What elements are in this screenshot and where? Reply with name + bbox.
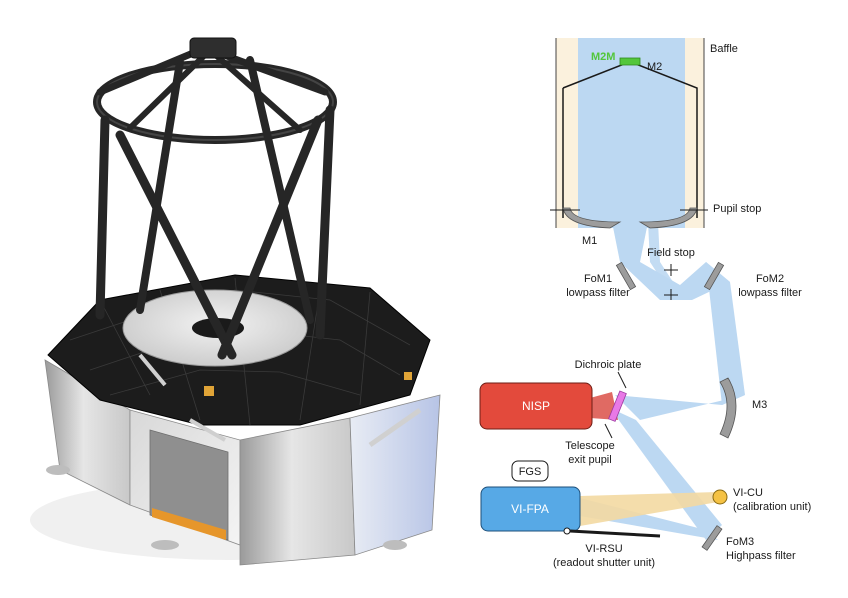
fom3-sublabel: Highpass filter — [726, 550, 796, 562]
dichroic-leader-top — [617, 371, 627, 389]
nisp-box — [479, 382, 593, 430]
foot-front — [151, 540, 179, 550]
m2m-label: M2M — [591, 51, 615, 63]
beam-segment-d — [615, 395, 745, 420]
exit-pupil-label: Telescope — [565, 440, 615, 452]
beam-segment-c — [706, 262, 745, 405]
fom2-mirror — [703, 261, 725, 291]
foot-right — [383, 540, 407, 550]
m1-label: M1 — [582, 235, 597, 247]
strut-3 — [189, 418, 226, 442]
dichroic-label: Dichroic plate — [575, 359, 642, 371]
fom3-mirror — [701, 525, 723, 551]
fom1-mirror — [615, 261, 637, 291]
secondary-mirror-mount — [189, 37, 237, 59]
foot-left — [46, 465, 70, 475]
strut-1 — [138, 353, 167, 387]
truss-structure — [93, 44, 337, 360]
m1-mirror-left — [562, 207, 622, 229]
vi-rsu-sublabel: (readout shutter unit) — [553, 557, 655, 569]
fom1-label: FoM1 — [584, 273, 612, 285]
vi-cu-source — [712, 489, 728, 505]
m1-mirror-right — [638, 207, 698, 229]
detail-block-1 — [204, 386, 214, 396]
beam-segment-b — [620, 262, 730, 300]
field-stop-label: Field stop — [647, 247, 695, 259]
exit-pupil-sublabel: exit pupil — [568, 454, 611, 466]
housing-panel-right — [349, 394, 441, 556]
vi-rsu-shutter — [569, 529, 661, 538]
vi-rsu-label: VI-RSU — [585, 543, 622, 555]
fom2-sublabel: lowpass filter — [738, 287, 802, 299]
vi-rsu-pivot — [563, 527, 571, 535]
nisp-label: NISP — [522, 399, 550, 413]
beam-segment-e — [610, 408, 722, 540]
vi-fpa-box — [480, 486, 581, 532]
detail-block-2 — [404, 372, 412, 380]
electronics-bay — [149, 429, 229, 541]
dichroic-plate — [608, 390, 627, 422]
m3-label: M3 — [752, 399, 767, 411]
housing-panel-front-right — [239, 417, 356, 566]
telescope-render — [30, 37, 441, 566]
connector-strip — [152, 508, 226, 540]
vi-cu-label: VI-CU — [733, 487, 763, 499]
m3-mirror — [719, 377, 737, 439]
fom2-label: FoM2 — [756, 273, 784, 285]
beam-segment-a — [612, 222, 648, 262]
fgs-box — [511, 460, 549, 482]
pupil-stop-label: Pupil stop — [713, 203, 761, 215]
calibration-beam — [580, 492, 718, 526]
vi-fpa-label: VI-FPA — [511, 502, 549, 516]
fom3-label: FoM3 — [726, 536, 754, 548]
m2m-actuator — [619, 57, 641, 66]
fom1-sublabel: lowpass filter — [566, 287, 630, 299]
beam-m1-down — [612, 222, 675, 285]
dichroic-leader-bottom — [604, 423, 613, 439]
vi-cu-sublabel: (calibration unit) — [733, 501, 811, 513]
fgs-label: FGS — [519, 466, 542, 478]
strut-2 — [368, 407, 422, 448]
baffle-label: Baffle — [710, 43, 738, 55]
beam-entrance — [578, 38, 685, 228]
optical-layout: Baffle M2M M2 M1 Pupil stop — [479, 38, 811, 569]
m2-label: M2 — [647, 61, 662, 73]
